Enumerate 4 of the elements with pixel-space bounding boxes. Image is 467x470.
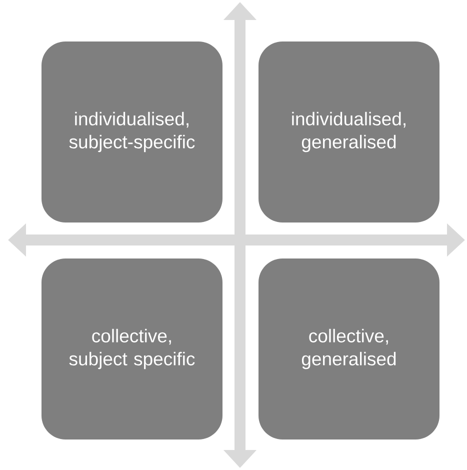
quadrant-box: individualised, generalised [258, 42, 440, 222]
quadrant-box: collective, generalised [258, 258, 440, 440]
quadrant-box: individualised, subject-specific [42, 42, 222, 222]
quadrant-box: collective, subject specific [42, 258, 222, 440]
